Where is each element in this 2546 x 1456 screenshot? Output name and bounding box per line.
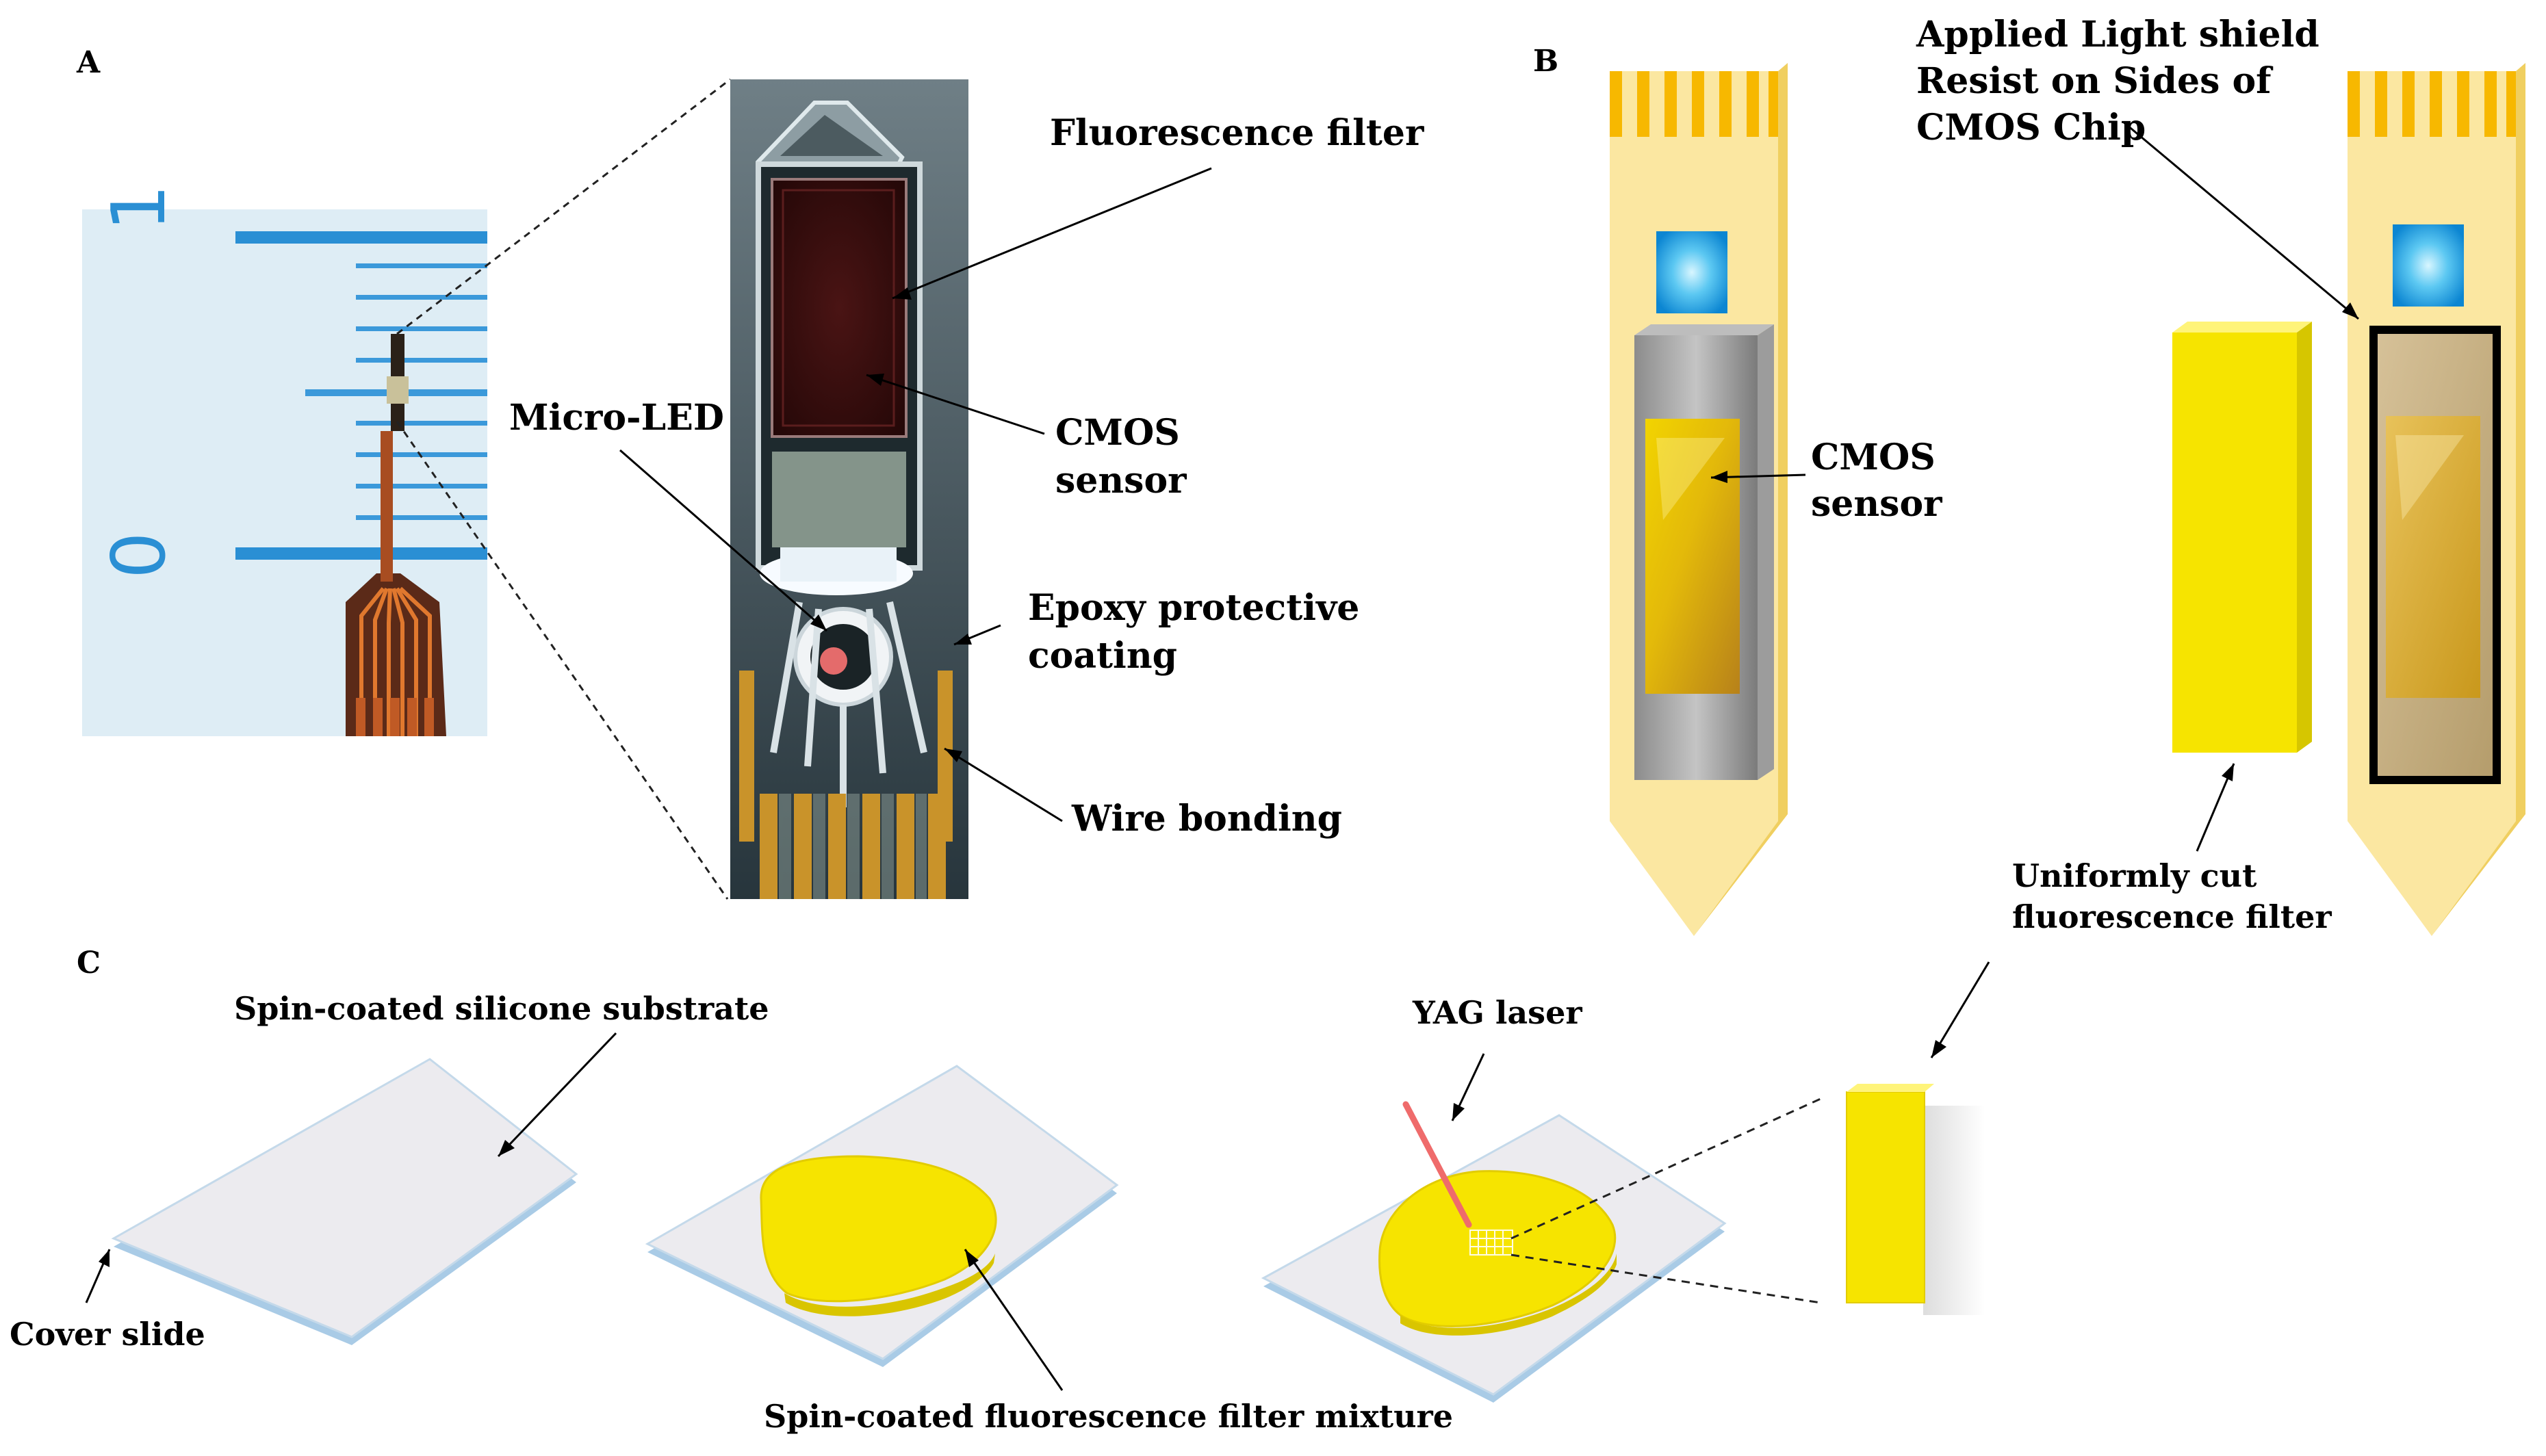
cmos-sensor-left: [1645, 419, 1740, 694]
panel-a-arrows: [619, 167, 1212, 822]
panel-label-b: B: [1533, 44, 1558, 79]
panel-label-a: A: [76, 45, 101, 80]
yag-laser-beam: [1402, 1101, 1472, 1228]
probe-right: [2348, 63, 2525, 936]
label-epoxy-2: coating: [1028, 635, 1177, 677]
label-uniform-2: fluorescence filter: [2012, 898, 2332, 935]
micro-led-chip-left: [1656, 231, 1727, 313]
filter-mixture-blob-lasered: [1378, 1170, 1617, 1327]
label-epoxy-1: Epoxy protective: [1028, 587, 1359, 629]
panel-c-arrows: [85, 961, 1990, 1391]
label-fluorescence-filter: Fluorescence filter: [1050, 112, 1424, 154]
panel-b-arrows: [1710, 120, 2359, 852]
cmos-sensor-right: [2386, 416, 2480, 698]
label-cmos-sensor-b-1: CMOS: [1811, 437, 1936, 478]
ruler-number-zero: 0: [97, 532, 182, 579]
label-uniform-1: Uniformly cut: [2012, 857, 2257, 894]
slide-3: [1261, 1101, 1727, 1403]
label-applied-1: Applied Light shield: [1916, 14, 2319, 55]
label-spin-silicone: Spin-coated silicone substrate: [234, 990, 769, 1027]
label-cmos-sensor-b-2: sensor: [1811, 483, 1942, 525]
probe-left: [1610, 63, 1788, 936]
label-micro-led: Micro-LED: [509, 397, 724, 439]
chip-micrograph: [730, 79, 968, 899]
label-applied-3: CMOS Chip: [1916, 107, 2146, 148]
label-applied-2: Resist on Sides of: [1916, 60, 2274, 102]
slide-1: [111, 1058, 578, 1345]
slide-2: [645, 1065, 1119, 1367]
micro-led-chip-right: [2393, 224, 2464, 307]
label-yag-laser: YAG laser: [1412, 994, 1582, 1031]
zoom-lines-c: [1510, 1097, 1821, 1304]
label-spin-filter-mixture: Spin-coated fluorescence filter mixture: [764, 1398, 1453, 1435]
panel-label-c: C: [77, 946, 101, 980]
ruler-number-one: 1: [97, 184, 182, 231]
label-cover-slide: Cover slide: [10, 1316, 205, 1353]
filter-mixture-blob: [760, 1155, 997, 1303]
label-wire-bonding: Wire bonding: [1071, 798, 1342, 840]
label-cmos-sensor-a-1: CMOS: [1055, 412, 1180, 454]
cut-filter-b: [2172, 322, 2312, 753]
zoom-lines: [396, 78, 731, 900]
label-cmos-sensor-a-2: sensor: [1055, 460, 1187, 502]
cut-filter-piece: [1846, 1084, 1985, 1315]
ruler-photo: 1 0: [82, 184, 487, 736]
